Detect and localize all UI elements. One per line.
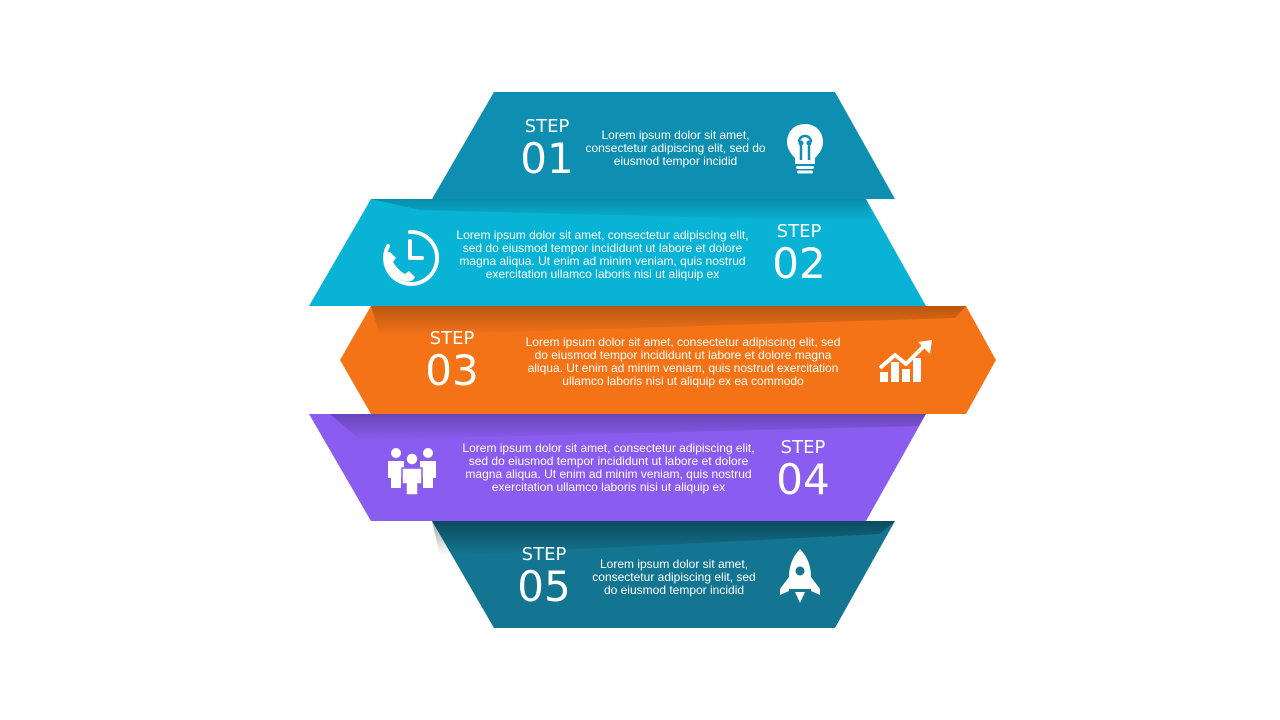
step-5-label: STEP 05: [504, 546, 584, 608]
step-4-description: Lorem ipsum dolor sit amet, consectetur …: [462, 441, 755, 494]
step-3-number: 03: [425, 346, 479, 395]
growth-chart-icon: [878, 340, 932, 382]
step-3-label: STEP 03: [412, 330, 492, 392]
step-3-word: STEP: [429, 328, 475, 349]
step-3-description: Lorem ipsum dolor sit amet, consectetur …: [525, 335, 841, 388]
step-5-word: STEP: [521, 544, 567, 565]
step-2-label: STEP 02: [759, 223, 839, 285]
lightbulb-icon: [787, 124, 823, 174]
step-4-number: 04: [776, 455, 830, 504]
rocket-icon: [780, 549, 820, 603]
step-2-word: STEP: [776, 221, 822, 242]
step-1-word: STEP: [524, 116, 570, 137]
step-1-number: 01: [520, 134, 574, 183]
step-5-description: Lorem ipsum dolor sit amet, consectetur …: [592, 557, 756, 597]
step-4-word: STEP: [780, 437, 826, 458]
step-2-description: Lorem ipsum dolor sit amet, consectetur …: [456, 228, 749, 281]
team-icon: [388, 448, 436, 496]
step-2-number: 02: [772, 239, 826, 288]
step-1-description: Lorem ipsum dolor sit amet, consectetur …: [585, 128, 766, 168]
step-1-label: STEP 01: [507, 118, 587, 180]
step-4-label: STEP 04: [763, 439, 843, 501]
phone-clock-icon: [383, 229, 440, 286]
step-5-number: 05: [517, 562, 571, 611]
